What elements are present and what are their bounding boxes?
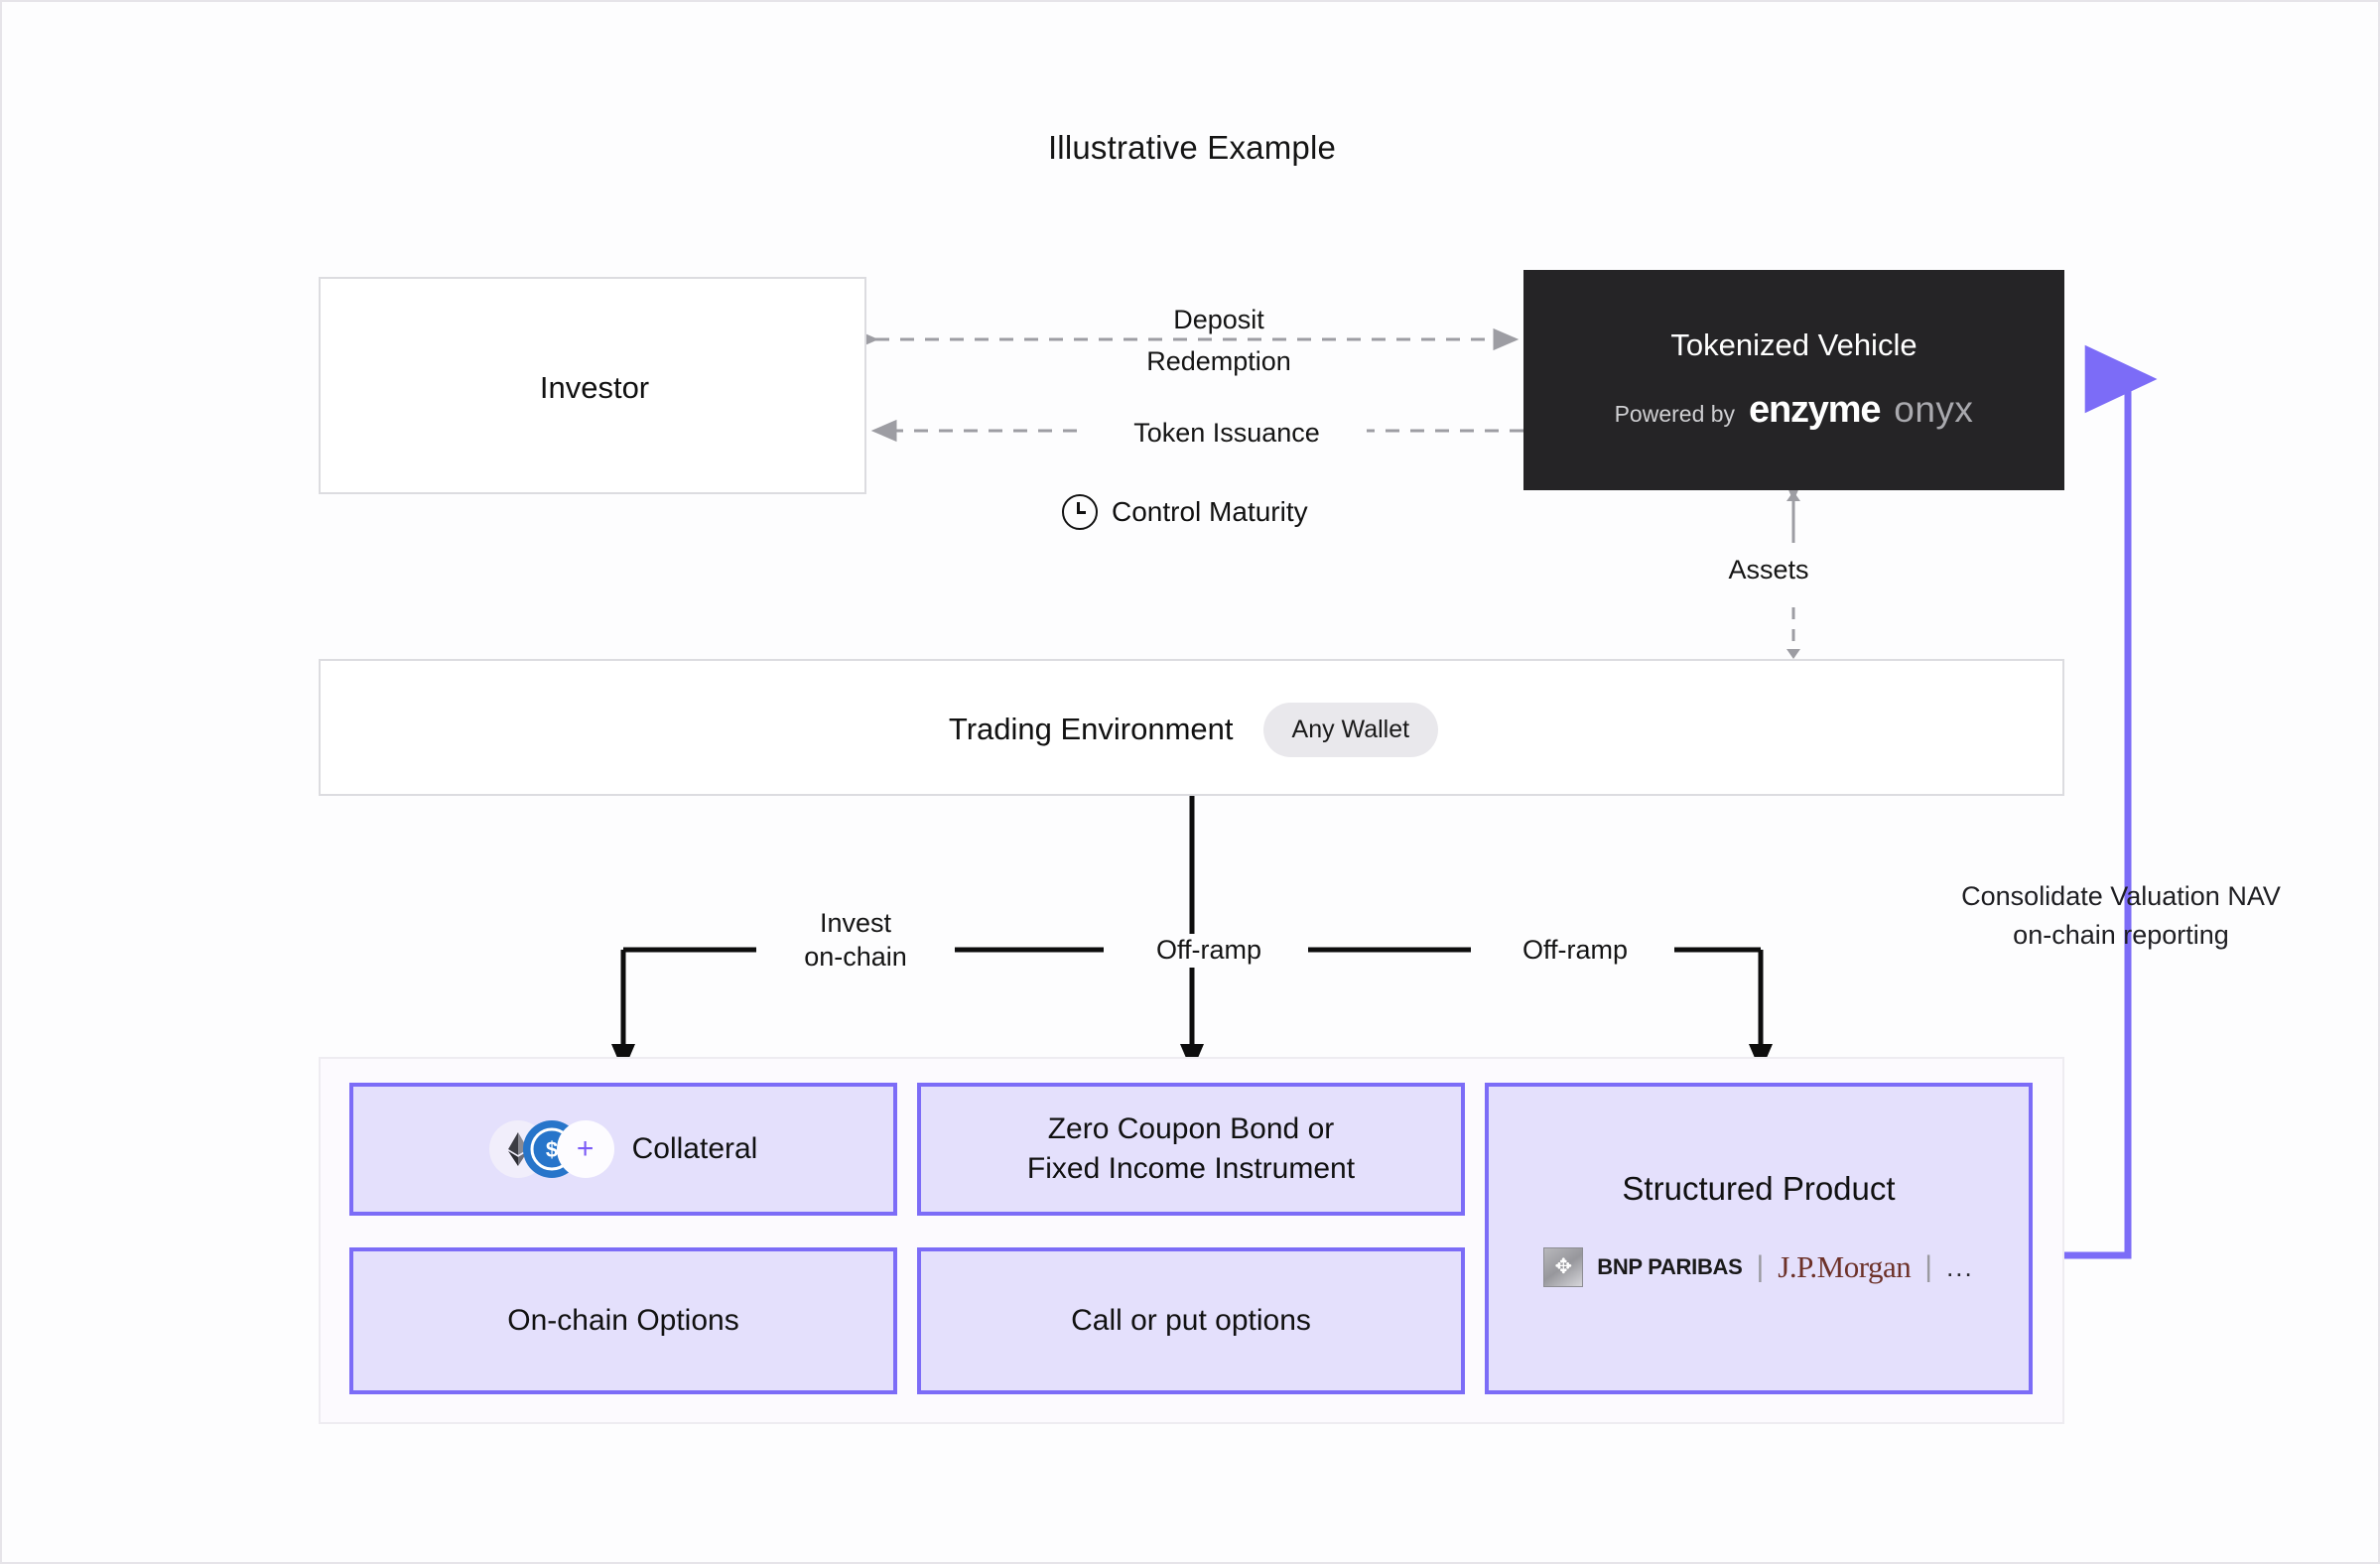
wire-arrow-collateral <box>611 950 635 1072</box>
onyx-wordmark: onyx <box>1894 389 1974 430</box>
bank-more-label: ... <box>1946 1251 1974 1282</box>
product-call-or-put-options-label: Call or put options <box>1071 1303 1311 1337</box>
bnp-paribas-label: BNP PARIBAS <box>1597 1254 1743 1279</box>
page-title: Illustrative Example <box>1047 129 1337 166</box>
wire-arrow-structured <box>1749 950 1773 1072</box>
bank-logo-row: ✥ BNP PARIBAS | J.P.Morgan | ... <box>1543 1247 1973 1287</box>
product-structured-product-label: Structured Product <box>1622 1170 1896 1207</box>
collateral-content: $ + Collateral <box>488 1120 758 1178</box>
any-wallet-badge[interactable]: Any Wallet <box>1262 702 1439 757</box>
flow-label-off-ramp-1: Off-ramp <box>1110 934 1308 968</box>
product-structured-product[interactable]: Structured Product ✥ BNP PARIBAS | J.P.M… <box>1485 1083 2033 1394</box>
product-call-or-put-options[interactable]: Call or put options <box>917 1247 1465 1394</box>
enzyme-wordmark: enzyme <box>1749 389 1881 431</box>
flow-label-redemption: Redemption <box>1102 345 1336 379</box>
investor-node[interactable]: Investor <box>319 277 866 494</box>
product-collateral[interactable]: $ + Collateral <box>349 1083 897 1216</box>
plus-icon: + <box>556 1120 614 1178</box>
bnp-paribas-icon: ✥ <box>1543 1247 1584 1287</box>
collateral-icon-stack: $ + <box>488 1120 614 1178</box>
investor-label: Investor <box>539 369 650 405</box>
wire-arrow-zcb <box>1180 950 1204 1072</box>
product-on-chain-options[interactable]: On-chain Options <box>349 1247 897 1394</box>
trading-environment-node[interactable]: Trading Environment Any Wallet <box>319 659 2064 796</box>
bank-separator-2: | <box>1924 1250 1933 1283</box>
trading-environment-label: Trading Environment <box>948 712 1234 746</box>
control-maturity-label: Control Maturity <box>1112 496 1308 527</box>
tokenized-vehicle-title: Tokenized Vehicle <box>1670 327 1917 362</box>
control-maturity-item: Control Maturity <box>1062 494 1308 530</box>
enzyme-onyx-logo-row: Powered by enzyme onyx <box>1523 389 2064 432</box>
flow-label-assets: Assets <box>1689 554 1848 587</box>
flow-label-deposit: Deposit <box>1139 304 1298 337</box>
product-on-chain-options-label: On-chain Options <box>507 1303 739 1337</box>
jpmorgan-label: J.P.Morgan <box>1778 1249 1912 1284</box>
clock-icon <box>1062 494 1098 530</box>
powered-by-label: Powered by <box>1614 401 1736 427</box>
flow-label-token-issuance: Token Issuance <box>1087 417 1367 451</box>
trading-environment-content: Trading Environment Any Wallet <box>321 661 2066 798</box>
tokenized-vehicle-node[interactable]: Tokenized Vehicle Powered by enzyme onyx <box>1523 270 2064 490</box>
bank-separator-1: | <box>1756 1250 1765 1283</box>
svg-text:$: $ <box>546 1137 558 1162</box>
flow-label-off-ramp-2: Off-ramp <box>1476 934 1674 968</box>
product-collateral-label: Collateral <box>631 1131 758 1165</box>
